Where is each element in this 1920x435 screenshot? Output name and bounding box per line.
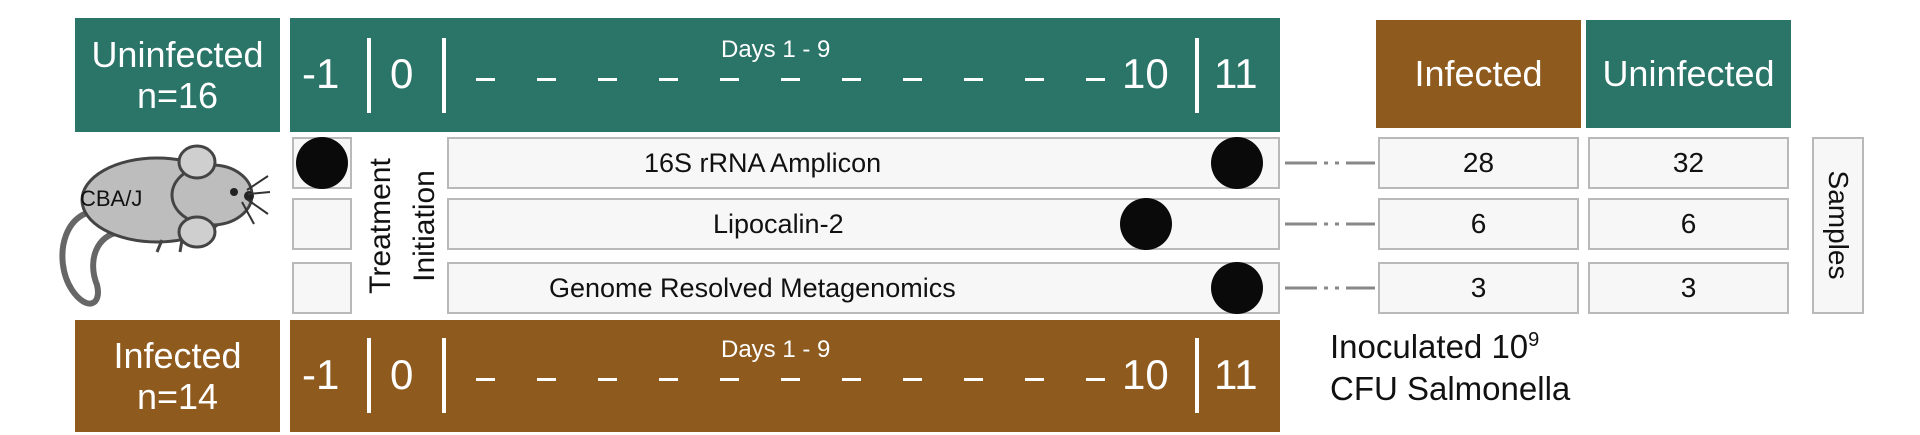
assay-row-metagenomics: Genome Resolved Metagenomics <box>447 262 1280 314</box>
inoculation-dose-text: Inoculated 10 <box>1330 328 1529 365</box>
sample-dot-lipocalin <box>1120 198 1172 250</box>
assay-label-lipocalin: Lipocalin-2 <box>713 209 844 239</box>
infected-days-range: Days 1 - 9 <box>721 336 831 363</box>
infected-day-minus1: -1 <box>302 351 340 399</box>
uninfected-day-minus1: -1 <box>302 50 340 98</box>
uninfected-day-11: 11 <box>1214 50 1258 98</box>
uninfected-timeline: -1 0 Days 1 - 9 10 11 <box>290 18 1280 132</box>
sample-count-metagenomics-uninfected: 3 <box>1588 262 1789 314</box>
infected-divider-3 <box>1195 338 1199 413</box>
infected-group-name: Infected <box>113 334 242 376</box>
treatment-label: Treatment <box>364 158 397 294</box>
connector-16s <box>1285 161 1375 165</box>
infected-group-count: n=14 <box>136 376 219 417</box>
infected-day-10: 10 <box>1122 351 1169 399</box>
infected-divider-2 <box>442 338 446 413</box>
infected-group-label: Infected n=14 <box>75 320 280 432</box>
inoculation-line-1: Inoculated 109 <box>1330 326 1570 368</box>
uninfected-divider-3 <box>1195 38 1199 113</box>
sample-dot-metagenomics <box>1211 262 1263 314</box>
uninfected-divider-1 <box>367 38 371 113</box>
uninfected-days-range: Days 1 - 9 <box>721 36 831 63</box>
infected-timeline: -1 0 Days 1 - 9 10 11 <box>290 320 1280 432</box>
initiation-label: Initiation <box>408 170 441 282</box>
assay-label-metagenomics: Genome Resolved Metagenomics <box>549 273 956 303</box>
pre-sample-box-3 <box>292 262 352 314</box>
uninfected-day-10: 10 <box>1122 50 1169 98</box>
sample-dot-16s <box>1211 137 1263 189</box>
samples-side-box <box>1812 137 1864 314</box>
infected-divider-1 <box>367 338 371 413</box>
sample-count-16s-uninfected: 32 <box>1588 137 1789 189</box>
infected-day-11: 11 <box>1214 351 1258 399</box>
inoculation-note: Inoculated 109 CFU Salmonella <box>1330 326 1570 410</box>
mouse-icon <box>59 144 271 307</box>
samples-header-infected: Infected <box>1376 20 1581 128</box>
samples-header-uninfected: Uninfected <box>1586 20 1791 128</box>
infected-day-0: 0 <box>390 351 414 399</box>
uninfected-group-name: Uninfected <box>91 33 264 75</box>
sample-count-lipocalin-uninfected: 6 <box>1588 198 1789 250</box>
pre-sample-box-2 <box>292 198 352 250</box>
uninfected-group-count: n=16 <box>136 75 219 116</box>
samples-side-label: Samples <box>1823 170 1854 280</box>
inoculation-dose-exponent: 9 <box>1528 329 1540 351</box>
assay-label-16s: 16S rRNA Amplicon <box>644 148 882 178</box>
uninfected-day-0: 0 <box>390 50 414 98</box>
pre-sample-dot-1 <box>296 137 348 189</box>
mouse-strain-label: CBA/J <box>80 186 143 211</box>
inoculation-line-2: CFU Salmonella <box>1330 370 1571 408</box>
assay-row-16s: 16S rRNA Amplicon <box>447 137 1280 189</box>
uninfected-divider-2 <box>442 38 446 113</box>
sample-count-16s-infected: 28 <box>1378 137 1579 189</box>
sample-count-metagenomics-infected: 3 <box>1378 262 1579 314</box>
connector-lipocalin <box>1285 222 1375 226</box>
sample-count-lipocalin-infected: 6 <box>1378 198 1579 250</box>
connector-metagenomics <box>1285 286 1375 290</box>
uninfected-group-label: Uninfected n=16 <box>75 18 280 132</box>
